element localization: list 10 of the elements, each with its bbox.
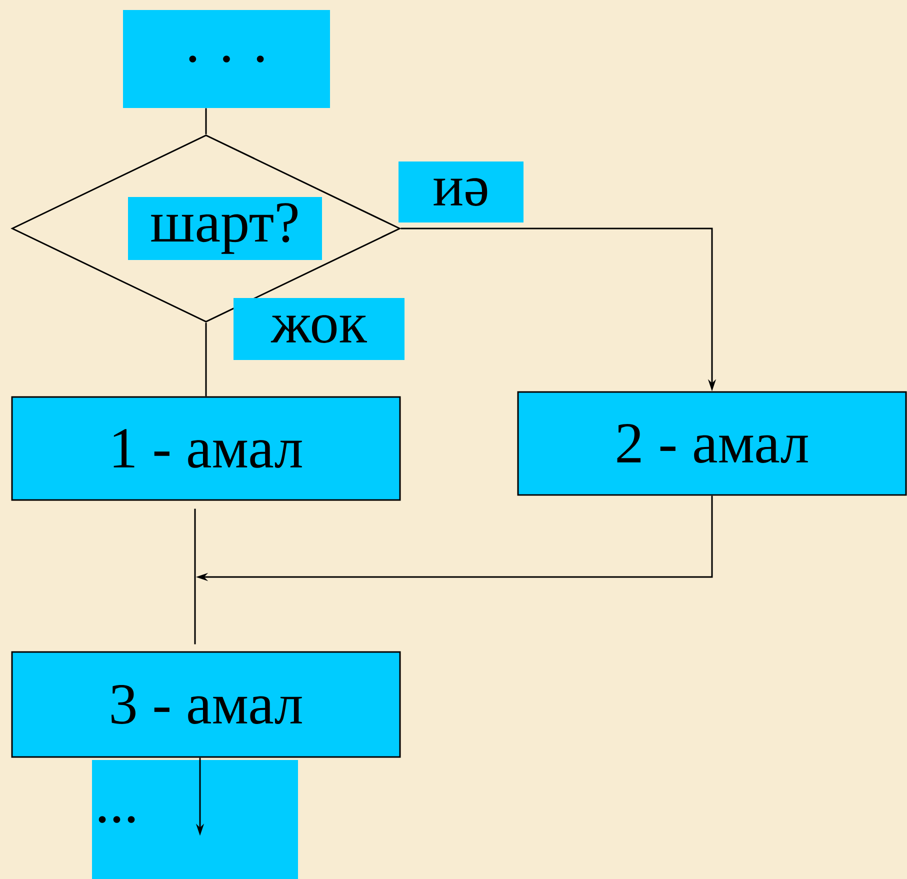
edge-label: жок bbox=[234, 298, 404, 360]
connector bbox=[205, 108, 207, 134]
content-box: . . . bbox=[123, 10, 330, 108]
process-box: 1 - амал bbox=[11, 396, 401, 501]
process-box: 2 - амал bbox=[517, 391, 907, 496]
content-box: ... bbox=[92, 760, 298, 879]
connector bbox=[194, 508, 196, 644]
edge-label: иә bbox=[398, 162, 524, 222]
connector bbox=[205, 322, 207, 396]
process-box: 3 - амал bbox=[11, 651, 401, 758]
